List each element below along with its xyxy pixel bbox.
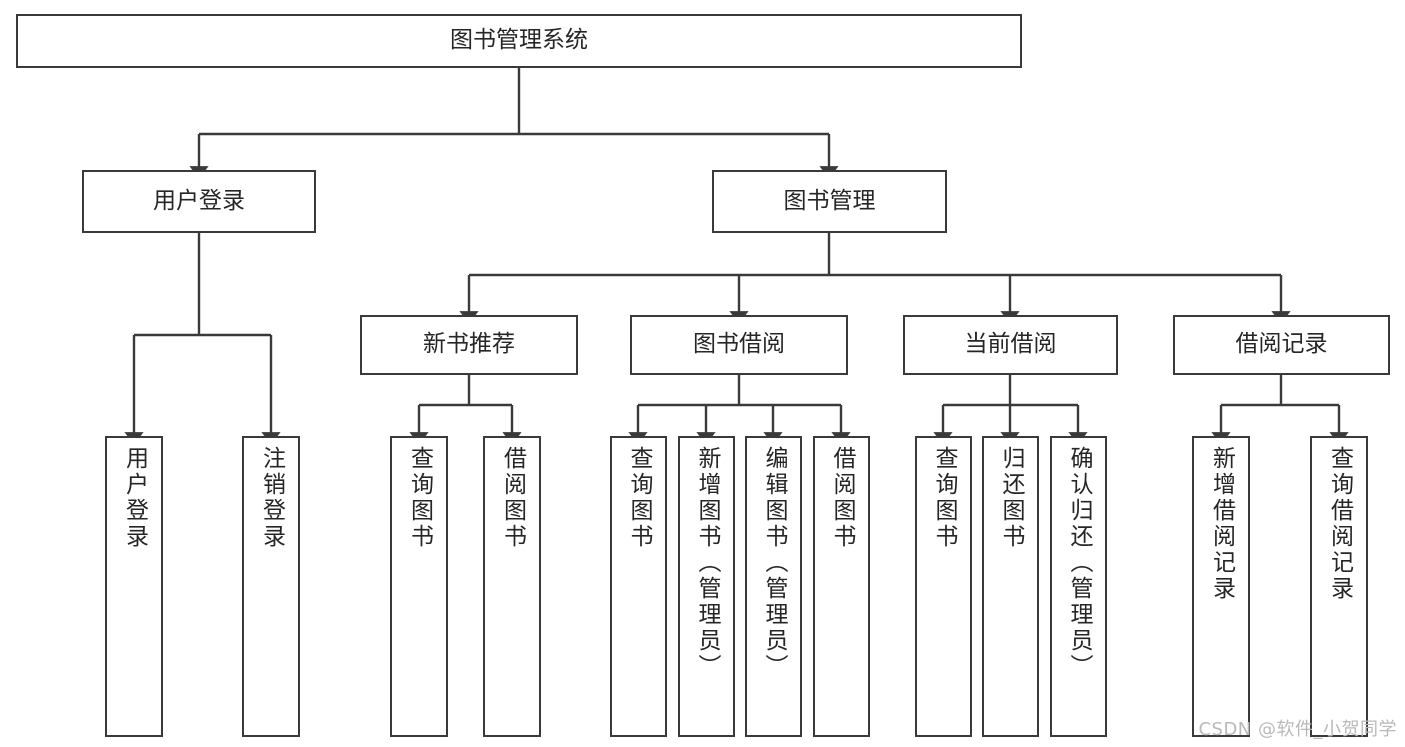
level3-node-当前借阅-2: 当前借阅 — [903, 315, 1118, 375]
connector-paths — [124, 68, 1349, 445]
node-label: 借阅图书 — [829, 446, 855, 550]
node-label: 用户登录 — [121, 446, 148, 550]
leaf-node-归还图书-9: 归还图书 — [982, 436, 1039, 737]
leaf-node-查询图书-2: 查询图书 — [390, 436, 448, 737]
level3-node-新书推荐-0: 新书推荐 — [360, 315, 578, 375]
node-label: 查询图书 — [931, 446, 957, 550]
node-label: 确认归还（管理员） — [1066, 446, 1092, 680]
leaf-node-用户登录-0: 用户登录 — [105, 436, 163, 737]
node-label: 当前借阅 — [964, 331, 1057, 358]
level2-node-用户登录-0: 用户登录 — [82, 170, 316, 233]
leaf-node-查询图书-4: 查询图书 — [610, 436, 667, 737]
leaf-node-新增图书管理员-5: 新增图书（管理员） — [678, 436, 735, 737]
root-node-图书管理系统-0: 图书管理系统 — [16, 14, 1022, 68]
node-label: 图书管理系统 — [450, 27, 588, 54]
node-label: 查询图书 — [626, 446, 652, 550]
leaf-node-借阅图书-7: 借阅图书 — [813, 436, 870, 737]
node-label: 新增借阅记录 — [1208, 446, 1235, 602]
node-label: 借阅图书 — [499, 446, 526, 550]
level3-node-借阅记录-3: 借阅记录 — [1173, 315, 1390, 375]
node-label: 归还图书 — [998, 446, 1024, 550]
node-label: 新增图书（管理员） — [694, 446, 720, 680]
leaf-node-查询图书-8: 查询图书 — [915, 436, 972, 737]
node-label: 注销登录 — [258, 446, 285, 550]
leaf-node-编辑图书管理员-6: 编辑图书（管理员） — [745, 436, 802, 737]
leaf-node-注销登录-1: 注销登录 — [242, 436, 300, 737]
node-label: 查询借阅记录 — [1326, 446, 1353, 602]
node-label: 图书借阅 — [693, 331, 785, 358]
node-label: 图书管理 — [783, 187, 876, 214]
leaf-node-查询借阅记录-12: 查询借阅记录 — [1310, 436, 1368, 737]
leaf-node-新增借阅记录-11: 新增借阅记录 — [1192, 436, 1250, 737]
watermark-text: CSDN @软件_小贺同学 — [1198, 719, 1397, 740]
node-label: 用户登录 — [153, 187, 245, 214]
level2-node-图书管理-1: 图书管理 — [712, 170, 947, 233]
node-label: 编辑图书（管理员） — [761, 446, 787, 680]
node-label: 查询图书 — [406, 446, 433, 550]
node-label: 新书推荐 — [423, 331, 515, 358]
level3-node-图书借阅-1: 图书借阅 — [630, 315, 848, 375]
node-label: 借阅记录 — [1235, 331, 1328, 358]
leaf-node-确认归还管理员-10: 确认归还（管理员） — [1050, 436, 1107, 737]
leaf-node-借阅图书-3: 借阅图书 — [483, 436, 541, 737]
